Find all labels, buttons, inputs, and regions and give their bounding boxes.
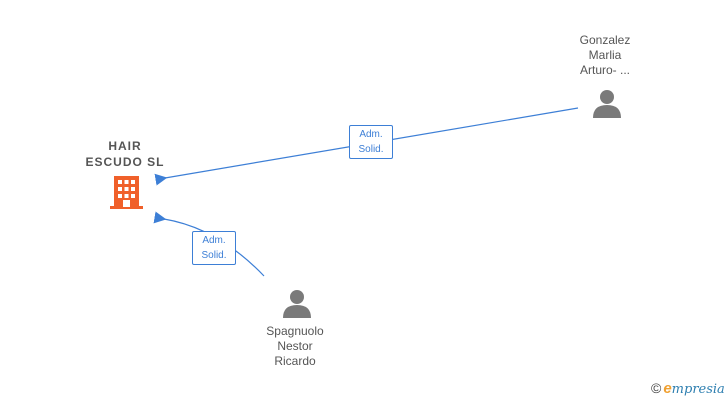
person-spagnuolo-line3: Ricardo (274, 354, 316, 368)
empresia-watermark[interactable]: ©empresia (651, 380, 725, 397)
building-icon[interactable] (110, 175, 143, 209)
person-icon[interactable] (592, 88, 622, 118)
company-name-line1: HAIR (108, 139, 142, 153)
person-gonzalez-line1: Gonzalez (579, 33, 631, 47)
person-gonzalez-line2: Marlia (588, 48, 622, 62)
brand-initial: e (663, 380, 672, 397)
company-name-line2: ESCUDO SL (85, 155, 165, 169)
edge-role-line2: Solid. (201, 250, 227, 261)
person-spagnuolo-line1: Spagnuolo (266, 324, 324, 338)
person-spagnuolo-label[interactable]: Spagnuolo Nestor Ricardo (245, 324, 345, 369)
person-gonzalez-label[interactable]: Gonzalez Marlia Arturo- ... (555, 33, 655, 78)
edge-role-line2: Solid. (358, 144, 384, 155)
edge-role-badge-gonzalez[interactable]: Adm. Solid. (349, 125, 393, 159)
person-spagnuolo-line2: Nestor (277, 339, 313, 353)
company-name[interactable]: HAIR ESCUDO SL (70, 138, 180, 170)
person-icon[interactable] (282, 288, 312, 318)
brand-name: mpresia (671, 382, 725, 397)
edge-role-line1: Adm. (202, 235, 226, 246)
copyright-icon: © (651, 380, 662, 396)
person-gonzalez-line3: Arturo- ... (579, 63, 630, 77)
edge-role-line1: Adm. (359, 129, 383, 140)
edge-role-badge-spagnuolo[interactable]: Adm. Solid. (192, 231, 236, 265)
